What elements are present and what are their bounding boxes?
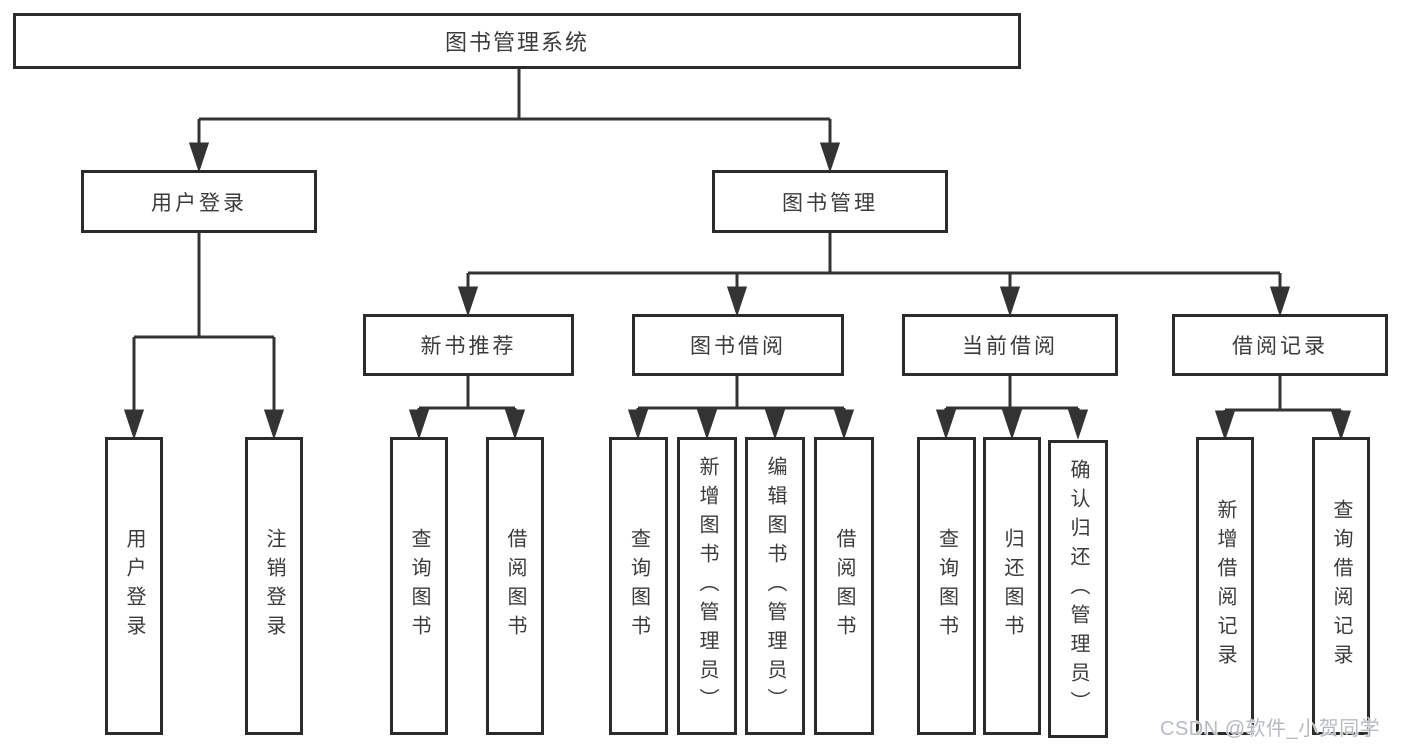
- arrowhead-icon: [263, 409, 285, 440]
- leaf-label: 新增图书（管理员）: [696, 455, 718, 717]
- arrowhead-icon: [1001, 409, 1023, 440]
- arrowhead-icon: [999, 286, 1021, 317]
- leaf-label: 注销登录: [263, 528, 285, 644]
- leaf-label: 查询图书: [408, 528, 430, 644]
- leaf-label: 借阅图书: [504, 528, 526, 644]
- leaf-borrow-books: 借阅图书: [814, 437, 874, 735]
- leaf-label: 查询图书: [935, 528, 958, 644]
- leaf-label: 借阅图书: [833, 528, 855, 644]
- node-label: 图书管理系统: [444, 30, 589, 55]
- node-book-management: 图书管理: [712, 170, 948, 233]
- node-book-borrowing: 图书借阅: [632, 314, 844, 376]
- leaf-add-books-admin: 新增图书（管理员）: [677, 437, 737, 735]
- arrowhead-icon: [819, 142, 841, 173]
- node-label: 当前借阅: [962, 335, 1058, 358]
- arrowhead-icon: [764, 409, 786, 440]
- arrowhead-icon: [696, 409, 718, 440]
- leaf-label: 归还图书: [1001, 528, 1023, 644]
- node-current-borrowing: 当前借阅: [902, 314, 1118, 376]
- arrowhead-icon: [1067, 409, 1089, 440]
- arrowhead-icon: [1214, 410, 1236, 441]
- leaf-query-books-recommend: 查询图书: [390, 437, 448, 735]
- node-new-book-recommendation: 新书推荐: [363, 314, 574, 376]
- leaf-confirm-return-admin: 确认归还（管理员）: [1048, 440, 1108, 738]
- leaf-return-books: 归还图书: [983, 437, 1041, 735]
- arrowhead-icon: [1330, 410, 1352, 441]
- arrowhead-icon: [833, 409, 855, 440]
- arrowhead-icon: [123, 409, 145, 440]
- node-borrowing-records: 借阅记录: [1172, 314, 1388, 376]
- leaf-query-borrow-record: 查询借阅记录: [1312, 437, 1370, 735]
- arrowhead-icon: [457, 286, 479, 317]
- leaf-edit-books-admin: 编辑图书（管理员）: [745, 437, 805, 735]
- node-label: 借阅记录: [1232, 335, 1328, 358]
- leaf-user-login: 用户登录: [105, 437, 163, 735]
- node-user-login: 用户登录: [81, 170, 317, 233]
- arrowhead-icon: [1269, 286, 1291, 317]
- node-label: 图书管理: [782, 191, 878, 215]
- leaf-label: 查询图书: [627, 528, 650, 644]
- arrowhead-icon: [504, 409, 526, 440]
- leaf-borrow-books-recommend: 借阅图书: [486, 437, 544, 735]
- leaf-add-borrow-record: 新增借阅记录: [1196, 437, 1254, 735]
- leaf-label: 编辑图书（管理员）: [764, 455, 786, 717]
- arrowhead-icon: [935, 409, 957, 440]
- leaf-query-books-borrow: 查询图书: [609, 437, 668, 735]
- node-label: 用户登录: [151, 191, 247, 215]
- arrowhead-icon: [726, 286, 748, 317]
- arrowhead-icon: [627, 409, 649, 440]
- leaf-logout: 注销登录: [245, 437, 303, 735]
- leaf-label: 新增借阅记录: [1214, 499, 1236, 673]
- leaf-label: 确认归还（管理员）: [1067, 458, 1089, 720]
- leaf-label: 查询借阅记录: [1330, 499, 1352, 673]
- leaf-label: 用户登录: [123, 528, 145, 644]
- leaf-query-books-current: 查询图书: [917, 437, 976, 735]
- node-label: 新书推荐: [420, 335, 517, 358]
- arrowhead-icon: [188, 142, 210, 173]
- node-label: 图书借阅: [690, 335, 786, 358]
- csdn-watermark: CSDN @软件_小贺同学: [1160, 718, 1381, 740]
- arrowhead-icon: [408, 409, 430, 440]
- node-library-management-system: 图书管理系统: [13, 13, 1021, 69]
